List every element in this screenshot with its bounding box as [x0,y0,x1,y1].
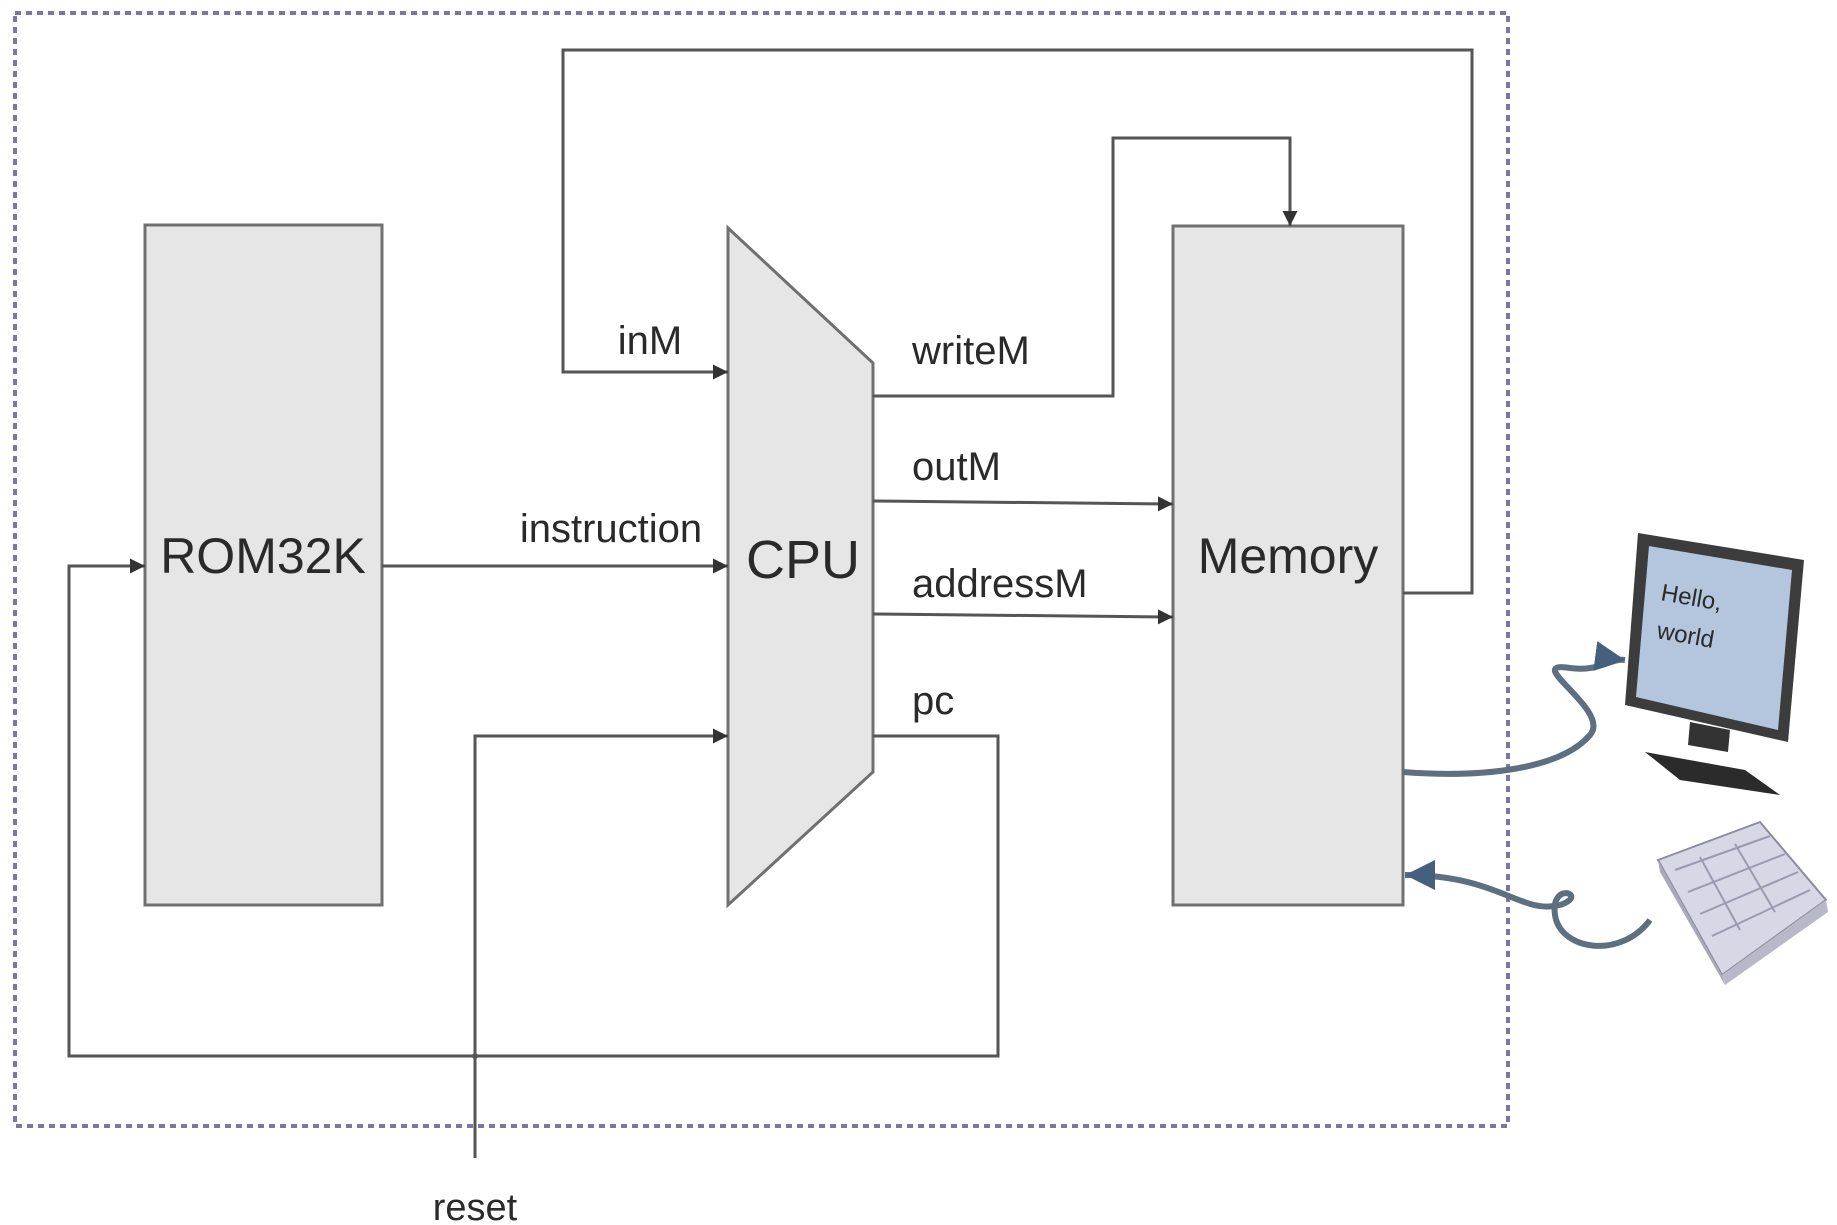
outM-label: outM [912,445,1001,489]
cpu-block: CPU [726,224,875,909]
reset-junction [472,1053,478,1059]
outM-wire [872,496,1174,512]
monitor-icon: Hello, world [1625,533,1804,795]
memory-label: Memory [1198,528,1379,584]
addressM-label: addressM [912,562,1088,606]
pc-wire [67,558,1000,1058]
inM-wire [561,48,1474,595]
monitor-cable [1402,641,1626,777]
pc-label: pc [912,679,954,723]
cpu-label: CPU [746,530,860,590]
writeM-wire [873,136,1298,398]
writeM-label: writeM [911,329,1030,373]
addressM-wire [872,609,1174,625]
reset-wire [473,728,728,1158]
computer-boundary [13,11,1510,1128]
keyboard-cable [1404,860,1653,949]
inM-label: inM [618,319,682,363]
rom32k-block: ROM32K [143,223,384,907]
keyboard-icon [1656,820,1828,985]
instruction-label: instruction [520,507,702,551]
rom32k-label: ROM32K [160,528,366,584]
memory-block: Memory [1171,224,1405,907]
reset-label: reset [433,1187,518,1225]
